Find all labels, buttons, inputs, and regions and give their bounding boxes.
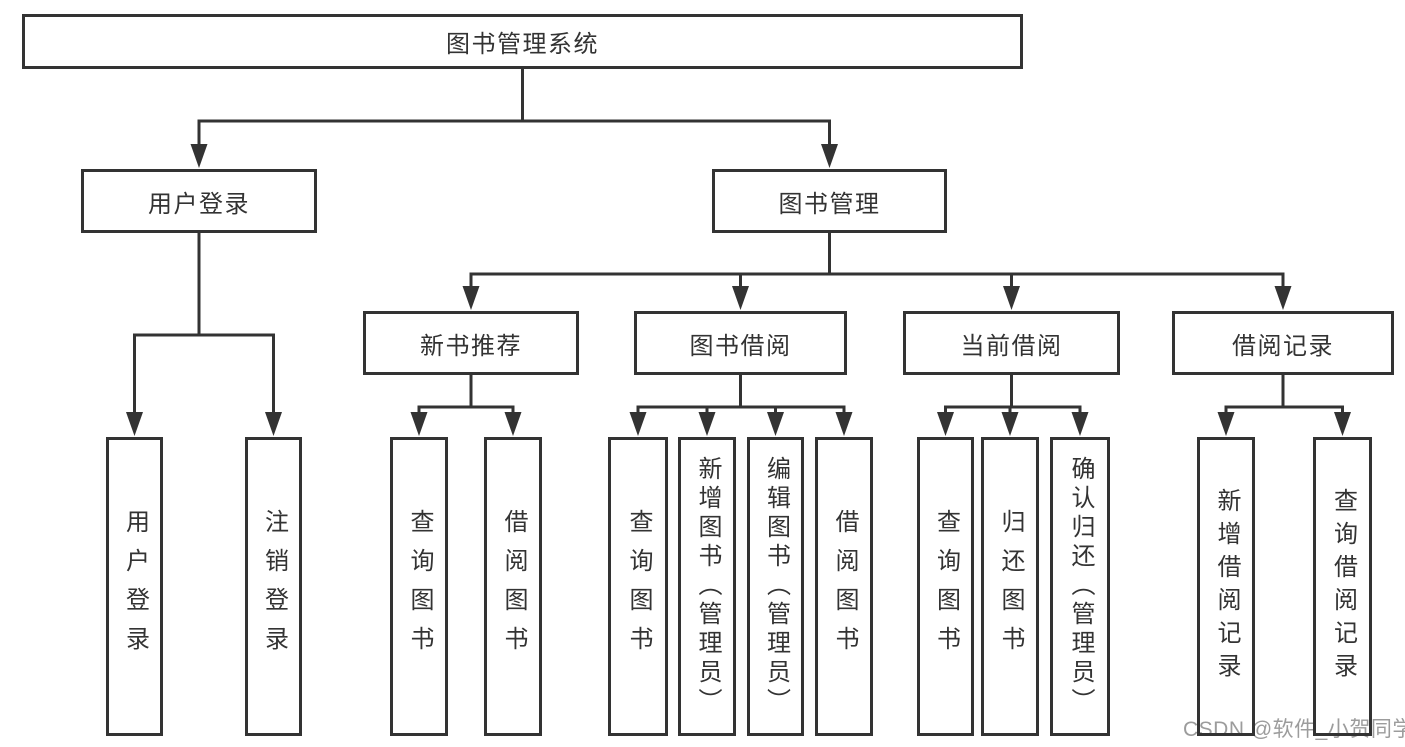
branch-node: 用户登录 bbox=[81, 169, 317, 233]
branch-node: 图书借阅 bbox=[634, 311, 847, 375]
branch-node: 借阅记录 bbox=[1172, 311, 1394, 375]
leaf-node: 借阅图书 bbox=[484, 437, 542, 736]
leaf-node: 用户登录 bbox=[106, 437, 163, 736]
leaf-node: 查询图书 bbox=[608, 437, 668, 736]
leaf-node: 归还图书 bbox=[981, 437, 1039, 736]
root-node: 图书管理系统 bbox=[22, 14, 1023, 69]
leaf-node: 编辑图书（管理员） bbox=[747, 437, 804, 736]
leaf-node: 注销登录 bbox=[245, 437, 302, 736]
leaf-node: 新增图书（管理员） bbox=[678, 437, 736, 736]
branch-node: 图书管理 bbox=[712, 169, 947, 233]
leaf-node: 借阅图书 bbox=[815, 437, 873, 736]
watermark: CSDN @软件_小贺同学 bbox=[1183, 718, 1405, 741]
branch-node: 当前借阅 bbox=[903, 311, 1120, 375]
branch-node: 新书推荐 bbox=[363, 311, 579, 375]
leaf-node: 查询图书 bbox=[917, 437, 974, 736]
leaf-node: 查询借阅记录 bbox=[1313, 437, 1372, 736]
leaf-node: 查询图书 bbox=[390, 437, 448, 736]
leaf-node: 新增借阅记录 bbox=[1197, 437, 1255, 736]
leaf-node: 确认归还（管理员） bbox=[1050, 437, 1110, 736]
